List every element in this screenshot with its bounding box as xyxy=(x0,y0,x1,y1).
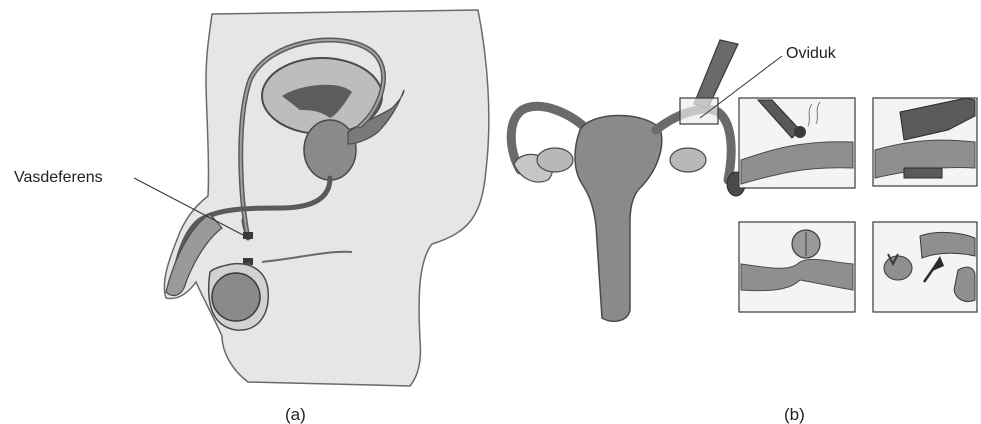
panel-a-caption: (a) xyxy=(285,405,306,424)
oviduct-highlight-box xyxy=(680,98,718,124)
left-ovary xyxy=(537,148,573,172)
panel-b-caption: (b) xyxy=(784,405,805,424)
inset-cauterize xyxy=(739,98,855,188)
uterus xyxy=(575,115,662,321)
inset-ring xyxy=(739,222,855,312)
testis xyxy=(212,273,260,321)
vasectomy-cut-upper xyxy=(243,232,253,239)
prostate-gland xyxy=(304,120,356,180)
right-ovary xyxy=(670,148,706,172)
inset-clip xyxy=(873,98,977,186)
vasdeferens-label: Vasdeferens xyxy=(14,169,103,186)
panel-b-female-diagram: Oviduk (b) xyxy=(511,40,977,424)
panel-a-male-diagram: Vasdeferens (a) xyxy=(14,10,489,424)
inset-cut-ends xyxy=(873,222,977,312)
oviduk-label: Oviduk xyxy=(786,45,837,62)
